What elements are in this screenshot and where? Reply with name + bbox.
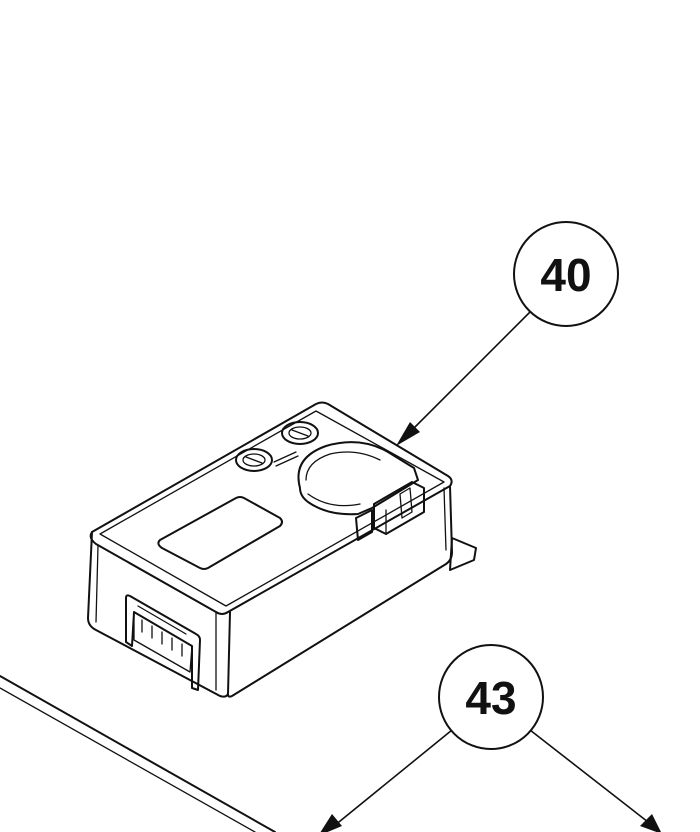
callout-bubble-40 [513, 221, 619, 327]
leader-line-43-right [529, 729, 649, 823]
rotary-switch-1 [235, 448, 273, 472]
connector-port [125, 594, 201, 691]
rotary-switch-2 [281, 421, 319, 445]
module-front-face [87, 531, 231, 698]
leader-line-43-left [333, 729, 453, 827]
arrowhead-40 [396, 422, 420, 446]
leader-line-40 [403, 311, 531, 439]
top-face-chamfer [99, 410, 445, 607]
switch-markings [273, 451, 299, 467]
base-plate-edge [0, 675, 276, 832]
side-latch [355, 481, 425, 541]
sensor-dome [297, 441, 419, 516]
callout-43: 43 [320, 644, 661, 832]
callout-label-43: 43 [465, 672, 516, 724]
arrowhead-43-right [640, 814, 661, 832]
callout-bubble-43 [438, 644, 544, 750]
module-right-face [227, 485, 453, 698]
callout-label-40: 40 [540, 249, 591, 301]
display-window [157, 496, 283, 570]
callout-40: 40 [396, 221, 619, 446]
mounting-tab [449, 537, 477, 571]
sensor-module [87, 401, 477, 698]
arrowhead-43-left [320, 814, 342, 832]
